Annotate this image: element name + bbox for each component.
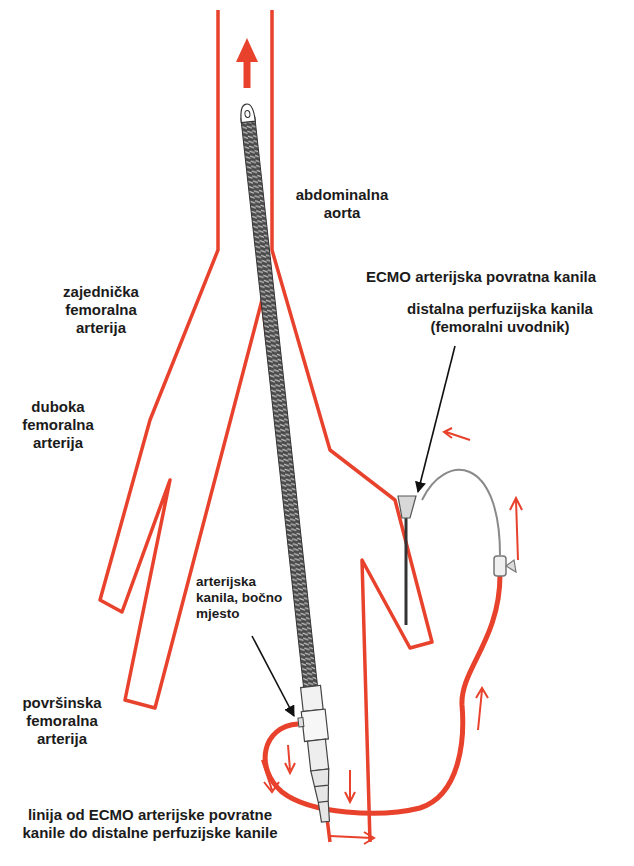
flow-arrow — [285, 745, 295, 773]
cannula-label: distalna perfuzijska kanila (femoralni u… — [371, 300, 629, 336]
left-vessel-wall — [100, 10, 330, 842]
arterial-return-cannula — [230, 103, 337, 824]
stopcock — [494, 556, 516, 576]
vessel-label: abdominalna aorta — [288, 186, 396, 222]
right-vessel-wall — [272, 10, 432, 842]
flow-arrow — [244, 58, 251, 88]
vessel-label: zajednička femoralna arterija — [52, 283, 150, 337]
distal-perfusion-cannula — [398, 496, 416, 625]
leader-arrow — [252, 636, 294, 716]
cannula-label: ECMO arterijska povratna kanila — [366, 268, 596, 286]
flow-arrowhead — [236, 38, 258, 62]
leader-arrow — [418, 346, 455, 492]
cannula-label: arterijska kanila, bočno mjesto — [196, 574, 292, 623]
vessel-label: duboka femoralna arterija — [12, 398, 104, 452]
flow-arrow — [345, 770, 355, 802]
line-label: linija od ECMO arterijske povratne kanil… — [16, 806, 284, 842]
vessel-label: površinska femoralna arterija — [14, 694, 110, 748]
vessel-walls — [100, 10, 432, 842]
perfusion-tubing — [422, 470, 500, 555]
